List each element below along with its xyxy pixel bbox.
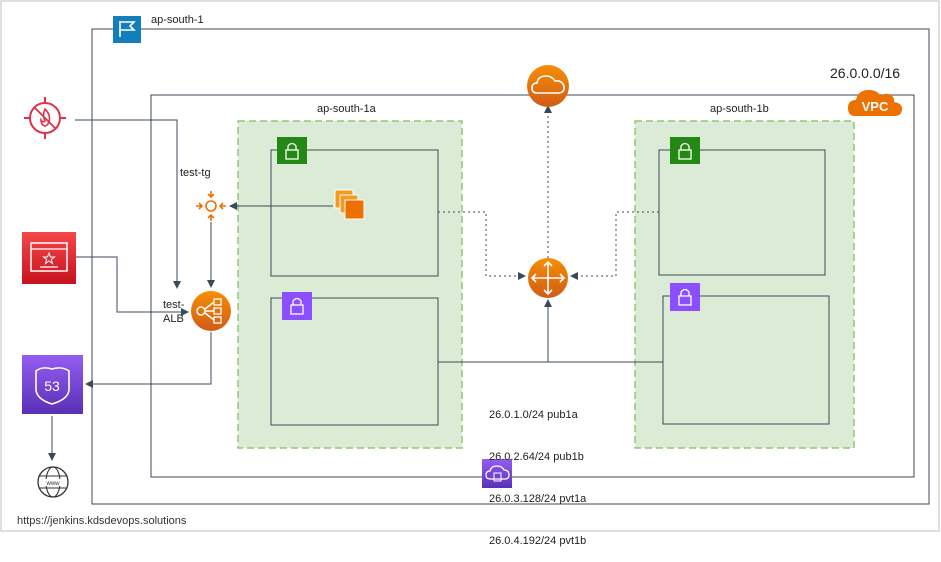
region-box xyxy=(91,28,930,505)
waf-firewall-icon xyxy=(24,97,66,139)
internet-gateway-icon xyxy=(527,65,569,107)
route53-icon: 53 xyxy=(22,355,83,414)
vpc-endpoint-icon xyxy=(482,459,512,488)
az-b-box xyxy=(634,120,855,449)
subnet-cidr-list: 26.0.1.0/24 pub1a 26.0.2.64/24 pub1b 26.… xyxy=(489,380,586,562)
private-subnet-b-lock-icon xyxy=(670,283,700,311)
vpc-cidr-label: 26.0.0.0/16 xyxy=(830,65,901,81)
region-flag-icon xyxy=(113,16,141,43)
private-subnet-b xyxy=(662,295,830,425)
subnet-cidr-item: 26.0.4.192/24 pvt1b xyxy=(489,535,587,547)
alb-label-line1: test- xyxy=(163,299,185,311)
subnet-cidr-item: 26.0.2.64/24 pub1b xyxy=(489,451,584,463)
public-subnet-a-lock-icon xyxy=(277,137,307,164)
architecture-diagram: VPC xyxy=(0,0,940,532)
ec2-instances-icon xyxy=(334,189,365,220)
page-border xyxy=(0,0,940,532)
load-balancer-icon xyxy=(191,291,231,331)
public-subnet-b-lock-icon xyxy=(670,137,700,164)
target-group-icon xyxy=(196,191,226,221)
vpc-badge-icon: VPC xyxy=(848,90,902,116)
globe-www-text: www xyxy=(46,481,61,487)
dotted-connections xyxy=(438,105,659,280)
az-a-box xyxy=(237,120,463,449)
public-subnet-a xyxy=(270,149,439,277)
router-icon xyxy=(528,258,568,298)
subnet-cidr-item: 26.0.1.0/24 pub1a xyxy=(489,409,578,421)
internet-globe-icon: www xyxy=(37,466,69,498)
alb-label-line2: ALB xyxy=(163,313,184,325)
route53-icon-label: 53 xyxy=(44,378,60,394)
footer-url: https://jenkins.kdsdevops.solutions xyxy=(17,515,187,527)
certificate-manager-icon xyxy=(22,232,76,284)
private-subnet-a-lock-icon xyxy=(282,292,312,320)
target-group-label: test-tg xyxy=(180,167,211,179)
connections xyxy=(48,119,663,461)
az-b-label: ap-south-1b xyxy=(710,103,769,115)
subnet-cidr-item: 26.0.3.128/24 pvt1a xyxy=(489,493,587,505)
region-label: ap-south-1 xyxy=(151,14,204,26)
az-a-label: ap-south-1a xyxy=(317,103,376,115)
vpc-badge-text: VPC xyxy=(862,99,889,114)
